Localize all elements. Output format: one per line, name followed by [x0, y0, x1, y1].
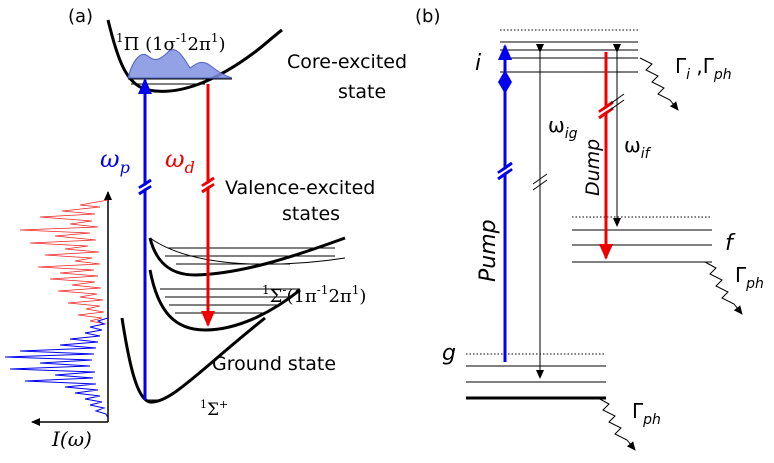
gamma-ph-f-label: Γph	[735, 263, 764, 292]
omega-d-label: ωd	[165, 145, 195, 177]
decay-squiggle-i	[639, 57, 679, 111]
valence-upper-curve	[148, 236, 346, 277]
panel-b-label: (b)	[415, 6, 440, 27]
omega-ig-break	[532, 173, 548, 191]
ground-text: Ground state	[212, 353, 336, 375]
panel-a: (a) 1Π (1σ-12π1) Core-excited state Vale…	[4, 6, 407, 451]
omega-if-label: ωif	[624, 133, 652, 162]
core-excited-curve	[106, 19, 283, 93]
intensity-label: I(ω)	[51, 427, 92, 451]
ground-term-label: 1Σ+	[200, 398, 228, 420]
valence-thin-curve	[149, 237, 346, 265]
omega-ig-label: ωig	[548, 113, 578, 142]
gamma-i-label: Γi ,Γph	[675, 54, 732, 83]
dump-label: Dump	[582, 139, 604, 196]
spectrum-red	[19, 199, 109, 325]
valence-lower-curve	[148, 269, 301, 332]
level-g-label: g	[442, 341, 456, 366]
panel-b: (b) i f g	[415, 6, 764, 451]
core-term-label: 1Π (1σ-12π1)	[116, 31, 226, 55]
level-f-label: f	[725, 231, 736, 256]
valence-term-label: 1Σ-(1π-12π1)	[262, 283, 366, 307]
omega-p-label: ωp	[100, 145, 130, 177]
panel-a-label: (a)	[68, 6, 93, 27]
core-excited-text-1: Core-excited	[287, 51, 407, 73]
valence-vib-levels	[160, 247, 335, 314]
omega-if-break	[609, 93, 625, 111]
gamma-ph-g-label: Γph	[632, 399, 661, 428]
ground-curve	[120, 316, 266, 404]
valence-text-1: Valence-excited	[225, 177, 375, 199]
pump-break-marks-b	[497, 161, 513, 181]
decay-squiggle-g	[597, 397, 636, 451]
core-excited-text-2: state	[338, 81, 386, 103]
decay-squiggle-f	[704, 261, 743, 315]
valence-text-2: states	[282, 203, 340, 225]
wavepacket	[127, 49, 233, 79]
pump-diamond	[498, 70, 512, 94]
dump-break-marks-a	[201, 176, 215, 194]
level-f-lines	[572, 229, 712, 263]
pump-label: Pump	[476, 219, 501, 282]
pump-break-marks-a	[138, 178, 152, 196]
spectrum-blue	[4, 317, 109, 419]
level-g-lines	[466, 365, 606, 400]
level-i-label: i	[475, 51, 481, 76]
